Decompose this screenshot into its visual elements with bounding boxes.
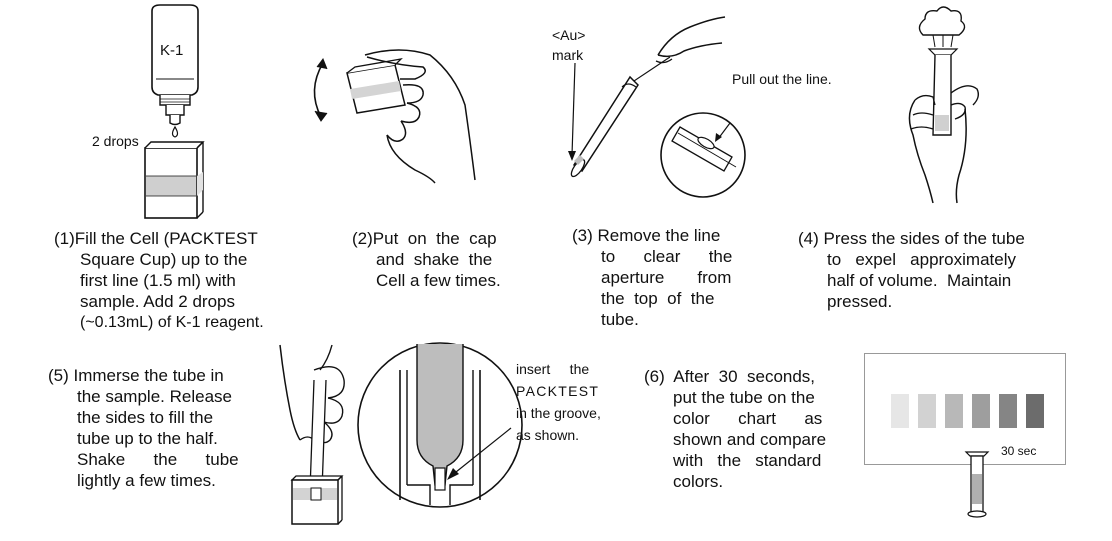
- step-4-line-1: (4) Press the sides of the tube: [798, 229, 1025, 248]
- step-1-line-4: sample. Add 2 drops: [80, 292, 235, 311]
- insert-label-line-4: as shown.: [516, 427, 580, 443]
- press-tube-illustration: [908, 6, 980, 204]
- step-6-line-1: (6) After 30 seconds,: [644, 367, 816, 386]
- step-6-line-4: shown and compare: [673, 430, 827, 449]
- color-chart: 30 sec: [864, 353, 1066, 465]
- k1-bottle-illustration: [151, 4, 199, 138]
- step-2-line-2: and shake the: [376, 250, 493, 269]
- color-swatch-4: [972, 394, 990, 428]
- step-6-text: (6) After 30 seconds, put the tube on th…: [644, 366, 844, 492]
- step-6-line-5: with the standard: [673, 451, 822, 470]
- step-6-line-3: color chart as: [673, 409, 823, 428]
- insert-label-line-1: insert the: [516, 361, 590, 377]
- step-3-line-1: (3) Remove the line: [572, 226, 721, 245]
- step-4-line-4: pressed.: [827, 292, 893, 311]
- step-3-text: (3) Remove the line to clear the apertur…: [572, 225, 744, 330]
- cup-liquid: [146, 176, 196, 196]
- step-5-line-6: lightly a few times.: [77, 471, 216, 490]
- step-2-line-1: (2)Put on the cap: [352, 229, 497, 248]
- step-1-line-3: first line (1.5 ml) with: [80, 271, 236, 290]
- step-5-line-3: the sides to fill the: [77, 408, 214, 427]
- step-4-line-3: half of volume. Maintain: [827, 271, 1012, 290]
- remove-line-illustration: [568, 16, 746, 198]
- color-swatch-5: [999, 394, 1017, 428]
- step-2-text: (2)Put on the cap and shake the Cell a f…: [352, 228, 522, 291]
- color-swatch-1: [891, 394, 909, 428]
- step-5-line-5: Shake the tube: [77, 450, 239, 469]
- groove-detail-illustration: [357, 342, 523, 508]
- step-3-line-2: to clear the: [601, 247, 733, 266]
- step-1-text: (1)Fill the Cell (PACKTEST Square Cup) u…: [54, 228, 269, 333]
- step-3-line-3: aperture from: [601, 268, 732, 287]
- step-6-line-6: colors.: [673, 472, 724, 491]
- au-mark-label-1: <Au>: [552, 27, 586, 43]
- step-1-line-5: (~0.13mL) of K-1 reagent.: [80, 314, 264, 331]
- shake-cell-illustration: [313, 49, 476, 184]
- insert-label-line-2: PACKTEST: [516, 383, 600, 399]
- tube-on-chart-illustration: [964, 451, 990, 518]
- insert-label-line-3: in the groove,: [516, 405, 601, 421]
- step-3-line-5: tube.: [601, 310, 639, 329]
- step-1-line-2: Square Cup) up to the: [80, 250, 248, 269]
- square-cup-illustration: [144, 141, 205, 219]
- step-1-line-1: (1)Fill the Cell (PACKTEST: [54, 229, 258, 248]
- step-5-text: (5) Immerse the tube in the sample. Rele…: [48, 365, 258, 491]
- step-4-text: (4) Press the sides of the tube to expel…: [798, 228, 1053, 312]
- step-5-line-2: the sample. Release: [77, 387, 232, 406]
- color-swatch-3: [945, 394, 963, 428]
- step-6-line-2: put the tube on the: [673, 388, 815, 407]
- color-swatch-2: [918, 394, 936, 428]
- drops-label: 2 drops: [92, 133, 139, 149]
- color-swatch-6: [1026, 394, 1044, 428]
- timer-label: 30 sec: [1001, 444, 1037, 458]
- step-5-line-1: (5) Immerse the tube in: [48, 366, 224, 385]
- immerse-tube-illustration: [279, 344, 345, 525]
- color-swatch-row: [891, 394, 1044, 428]
- step-5-line-4: tube up to the half.: [77, 429, 218, 448]
- au-mark-label-2: mark: [552, 47, 584, 63]
- step-3-line-4: the top of the: [601, 289, 715, 308]
- step-4-line-2: to expel approximately: [827, 250, 1016, 269]
- k1-bottle-label: K-1: [160, 42, 184, 59]
- pull-out-label: Pull out the line.: [732, 71, 832, 87]
- step-2-line-3: Cell a few times.: [376, 271, 501, 290]
